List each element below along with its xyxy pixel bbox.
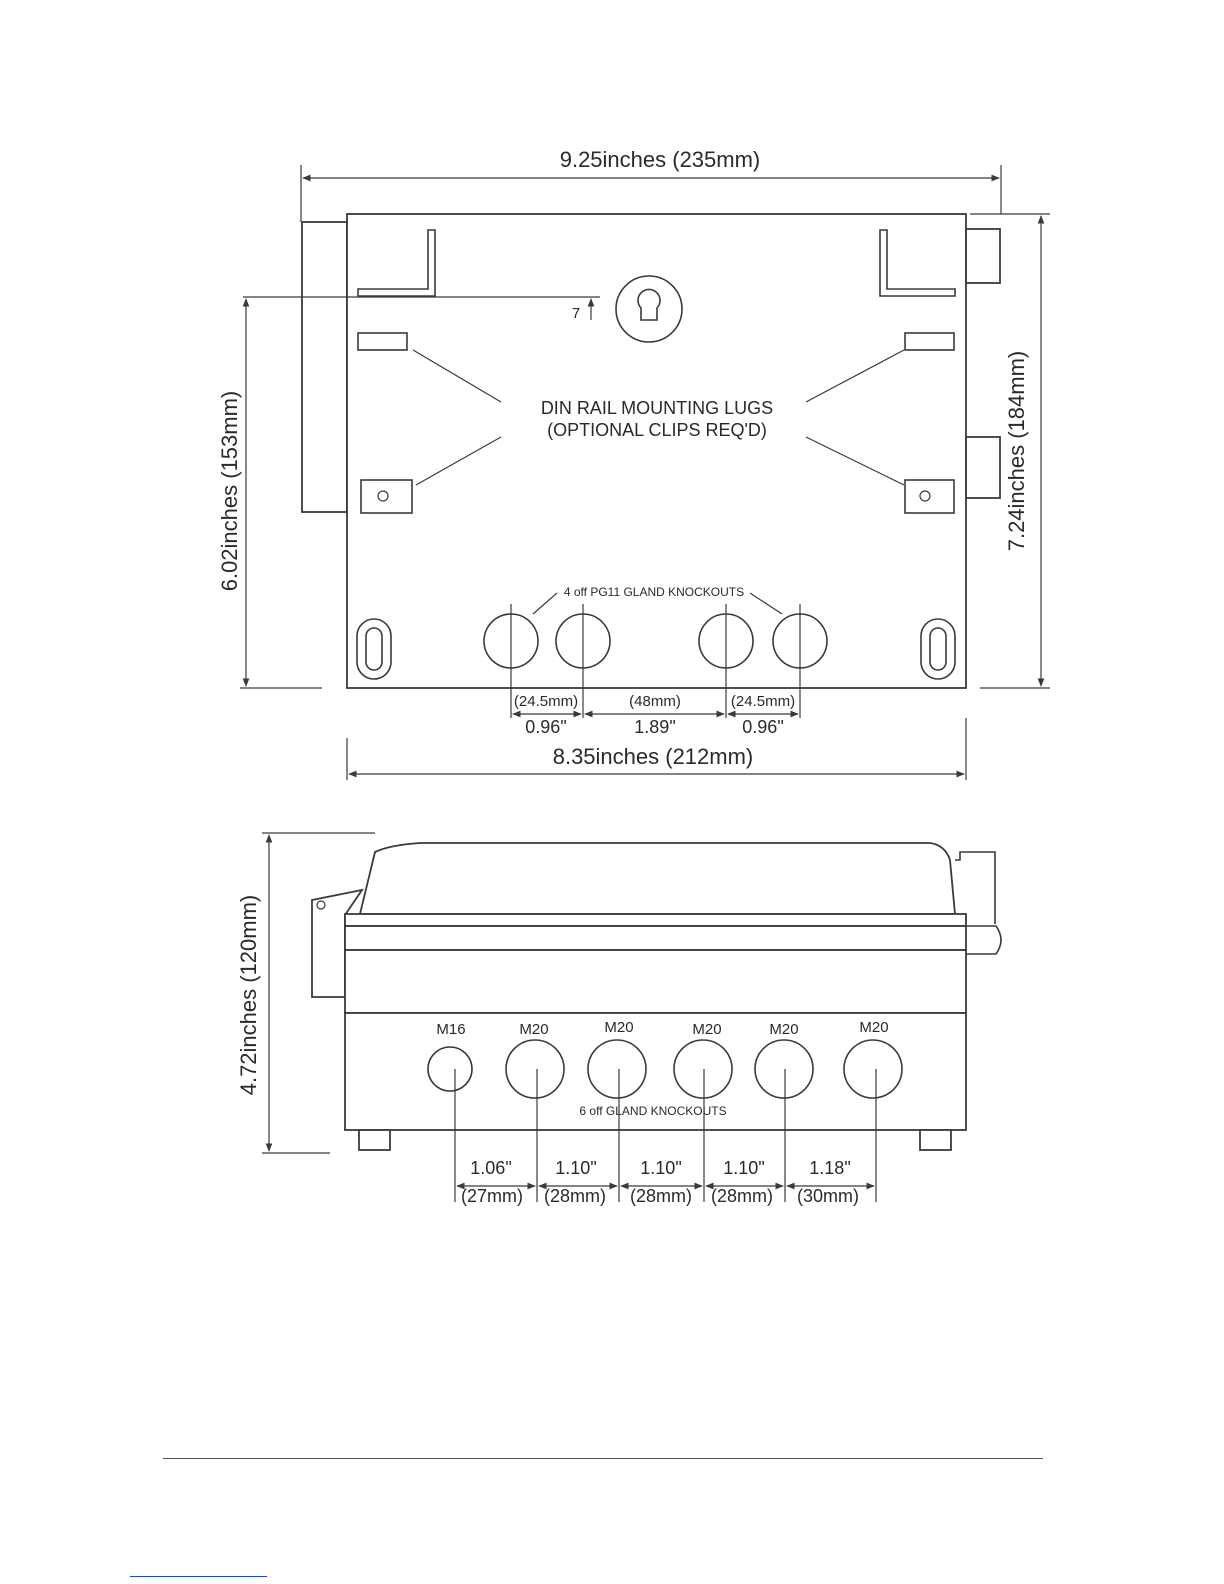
keyhole-offset-label: 7 <box>572 305 580 322</box>
enclosure-foot-left <box>358 1129 391 1151</box>
lid-rim <box>344 913 967 927</box>
footer-rule <box>163 1458 1043 1459</box>
footer-link-underline[interactable] <box>130 1576 267 1577</box>
gland-knockout-m20 <box>587 1039 647 1099</box>
top-view-body <box>346 213 967 689</box>
gland-knockout-m20 <box>843 1039 903 1099</box>
din-lug-top-left <box>357 332 408 351</box>
leader-line <box>415 436 502 486</box>
right-tab-upper <box>965 228 1001 284</box>
leader-line <box>532 592 558 615</box>
pg11-spacing-in: 0.96" <box>742 717 783 737</box>
latch-hole <box>316 900 326 910</box>
pg11-spacing-in: 0.96" <box>525 717 566 737</box>
base-width-label: 8.35inches (212mm) <box>553 744 754 769</box>
pg11-label: 4 off PG11 GLAND KNOCKOUTS <box>564 585 744 599</box>
mounting-slot-right <box>920 618 956 680</box>
gland-spacing-in: 1.10" <box>555 1158 596 1178</box>
din-rail-label-line1: DIN RAIL MOUNTING LUGS <box>541 398 773 418</box>
gland-size-label: M20 <box>604 1019 633 1036</box>
enclosure-lid <box>358 842 956 915</box>
overall-width-label: 9.25inches (235mm) <box>560 147 761 172</box>
gland-spacing-mm: (28mm) <box>711 1186 773 1206</box>
l-bracket-right <box>879 229 956 297</box>
side-height-label: 4.72inches (120mm) <box>236 895 261 1096</box>
gland-spacing-in: 1.10" <box>640 1158 681 1178</box>
gland-spacing-mm: (30mm) <box>797 1186 859 1206</box>
left-flange <box>301 221 348 513</box>
l-bracket-left <box>357 229 436 297</box>
keyhole-mount <box>615 275 683 343</box>
gland-spacing-in: 1.18" <box>809 1158 850 1178</box>
body-band-middle <box>344 949 967 1014</box>
din-lug-top-right <box>904 332 955 351</box>
gland-knockout-m20 <box>673 1039 733 1099</box>
keyhole-slot <box>637 288 661 321</box>
din-lug-bottom-right <box>904 479 955 514</box>
enclosure-base <box>344 1012 967 1131</box>
gland-spacing-mm: (28mm) <box>544 1186 606 1206</box>
pg11-spacing-mm: (48mm) <box>629 693 681 710</box>
mounting-slot-left-inner <box>365 627 383 671</box>
gland-size-label: M20 <box>769 1021 798 1038</box>
gland-size-label: M20 <box>692 1021 721 1038</box>
top-view: 9.25inches (235mm) 7 DIN RAIL MOUNTING L… <box>217 147 1050 780</box>
leader-line <box>805 349 905 403</box>
hinge-knuckle <box>966 925 1002 955</box>
right-tab-lower <box>965 436 1001 499</box>
gland-size-label: M16 <box>436 1021 465 1038</box>
gland-size-label: M20 <box>859 1019 888 1036</box>
leader-line <box>412 349 502 403</box>
enclosure-foot-right <box>919 1129 952 1151</box>
leader-line <box>805 436 905 486</box>
mount-height-label: 6.02inches (153mm) <box>217 391 242 592</box>
gland-knockouts-label: 6 off GLAND KNOCKOUTS <box>579 1104 726 1118</box>
din-lug-hole-left <box>377 490 389 502</box>
hinge-tab-right <box>955 851 996 924</box>
mounting-slot-left <box>356 618 392 680</box>
gland-spacing-mm: (27mm) <box>461 1186 523 1206</box>
pg11-spacing-mm: (24.5mm) <box>514 693 578 710</box>
body-band-upper <box>344 925 967 951</box>
mounting-slot-right-inner <box>929 627 947 671</box>
din-lug-hole-right <box>919 490 931 502</box>
gland-spacing-mm: (28mm) <box>630 1186 692 1206</box>
din-rail-label-line2: (OPTIONAL CLIPS REQ'D) <box>547 420 767 440</box>
gland-knockout-m20 <box>754 1039 814 1099</box>
gland-knockout-m20 <box>505 1039 565 1099</box>
side-view: 4.72inches (120mm) M16 M20 M20 M20 M20 M… <box>236 832 1002 1206</box>
latch-left <box>311 888 364 998</box>
gland-size-label: M20 <box>519 1021 548 1038</box>
din-lug-bottom-left <box>360 479 413 514</box>
pg11-spacing-in: 1.89" <box>634 717 675 737</box>
pg11-spacing-mm: (24.5mm) <box>731 693 795 710</box>
gland-spacing-in: 1.10" <box>723 1158 764 1178</box>
overall-height-label: 7.24inches (184mm) <box>1004 351 1029 552</box>
leader-line <box>749 592 783 615</box>
gland-knockout-m16 <box>427 1046 473 1092</box>
gland-spacing-in: 1.06" <box>470 1158 511 1178</box>
